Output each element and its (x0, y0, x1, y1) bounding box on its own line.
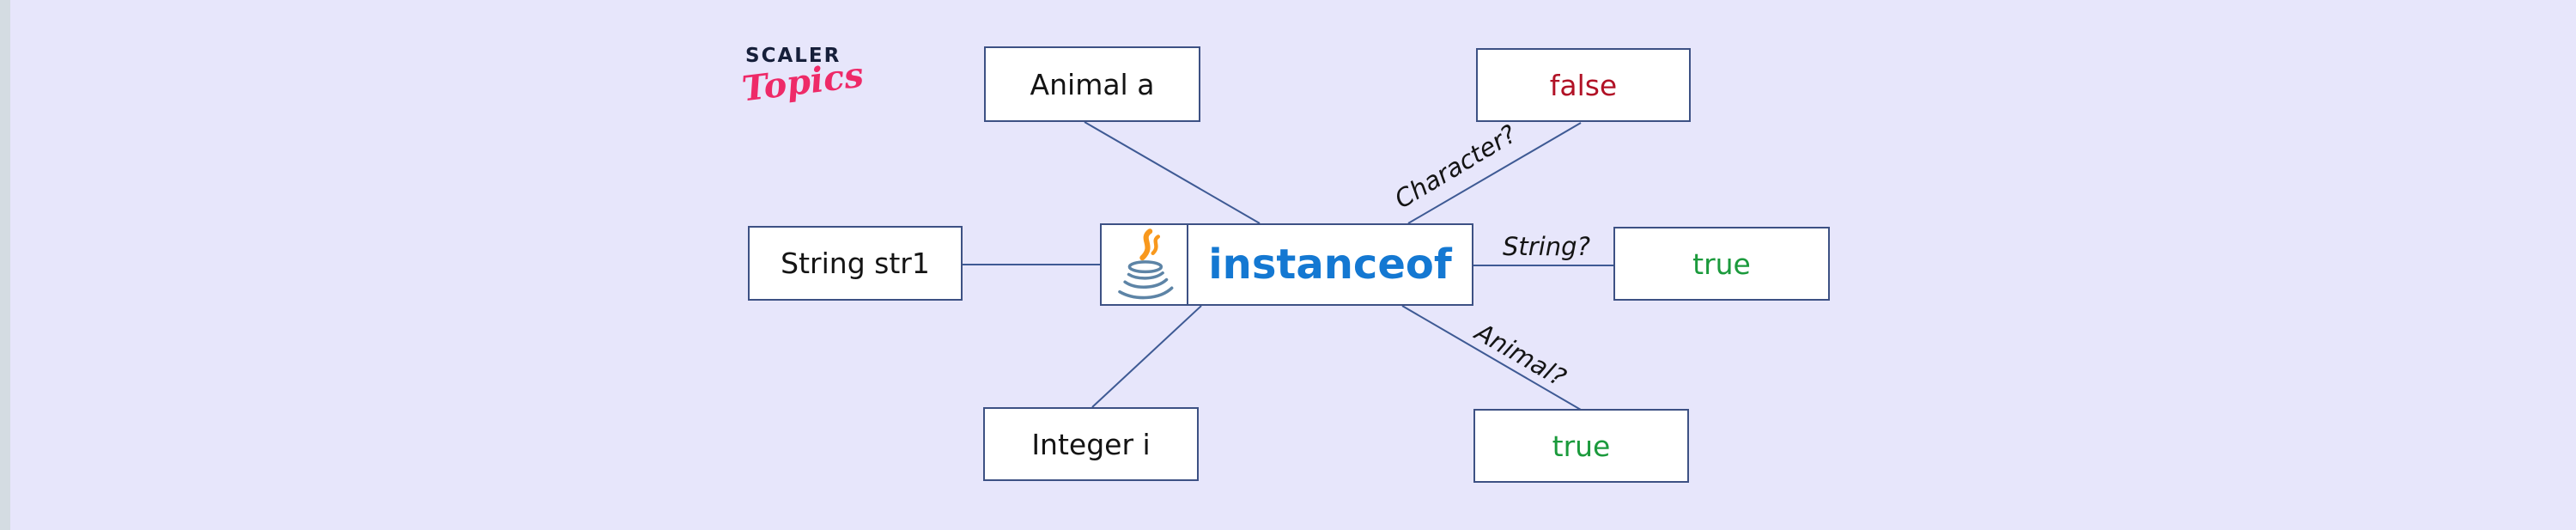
node-true-string: true (1613, 227, 1830, 301)
node-false: false (1476, 48, 1691, 122)
node-animal-a-label: Animal a (1030, 67, 1155, 101)
logo-brand-text: SCALER (745, 45, 841, 67)
node-string-str1: String str1 (748, 226, 963, 301)
node-true-animal-label: true (1552, 429, 1611, 463)
left-edge-strip (0, 0, 10, 530)
node-integer-i-label: Integer i (1031, 427, 1151, 461)
edge-character (1407, 122, 1582, 224)
node-instanceof: instanceof (1100, 223, 1473, 306)
edge-animal (1401, 305, 1582, 411)
scaler-topics-logo: SCALER Topics (740, 45, 866, 109)
node-string-str1-label: String str1 (781, 247, 930, 280)
node-integer-i: Integer i (983, 407, 1199, 481)
java-logo-icon (1117, 228, 1173, 300)
node-true-string-label: true (1692, 247, 1751, 281)
node-false-label: false (1549, 68, 1618, 102)
edge-label-string: String? (1503, 232, 1590, 261)
node-true-animal: true (1473, 409, 1689, 483)
java-logo-cell (1102, 225, 1188, 304)
edge-integer-i (1091, 305, 1202, 408)
node-animal-a: Animal a (984, 46, 1200, 122)
instanceof-label: instanceof (1208, 241, 1452, 289)
edge-animal-a (1084, 121, 1261, 224)
